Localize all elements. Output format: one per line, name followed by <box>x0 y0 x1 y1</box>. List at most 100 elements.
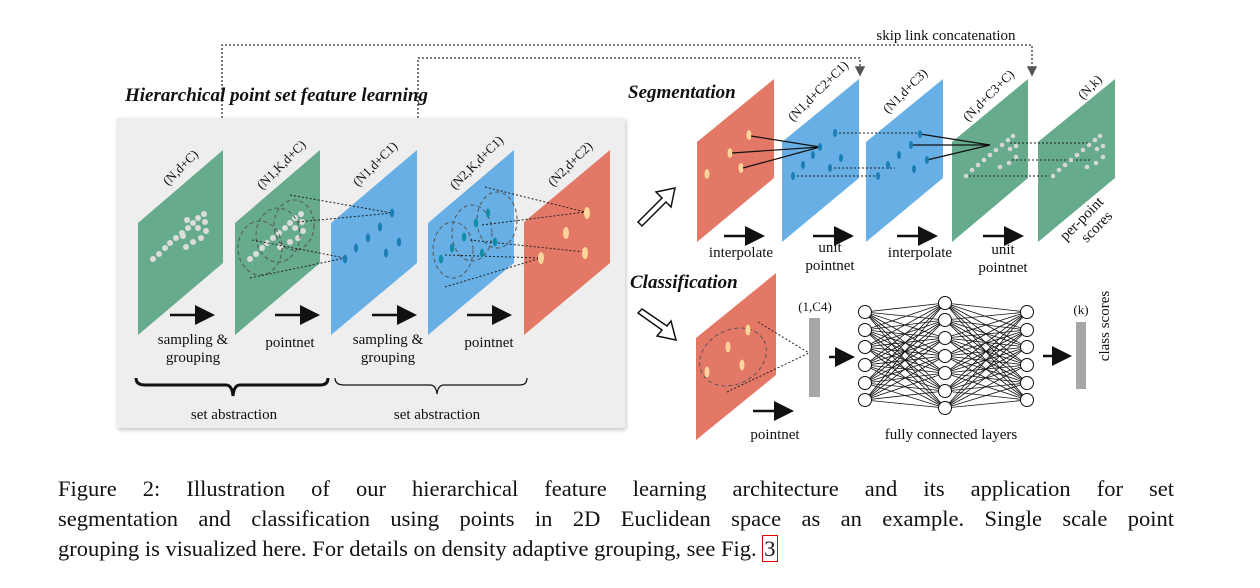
fc-neuron <box>858 376 872 390</box>
fc-neuron <box>858 305 872 319</box>
fc-neuron <box>1020 305 1034 319</box>
grouping-circles <box>237 191 518 279</box>
seg-planes <box>697 79 1115 242</box>
fc-connection <box>944 399 1028 409</box>
cls-points <box>704 324 751 378</box>
caption-line: grouping is visualized here. For details… <box>58 534 1174 564</box>
plane-level-2 <box>524 150 610 335</box>
fc-connection <box>944 329 1028 409</box>
plane-grouped-2 <box>428 150 514 335</box>
plane-level-1 <box>331 150 417 335</box>
step-label: interpolate <box>709 245 773 261</box>
set-abstraction-braces <box>134 377 528 397</box>
global-feature-dim: (1,C4) <box>798 299 832 314</box>
fc-connection <box>864 302 946 331</box>
fc-connection <box>864 302 946 401</box>
fc-neuron <box>938 384 952 398</box>
step-label: unit <box>818 240 842 256</box>
fc-neuron <box>938 366 952 380</box>
caption-line: Figure 2: Illustration of our hierarchic… <box>58 476 1174 501</box>
sampled-points-2 <box>438 208 498 264</box>
fc-connection <box>864 319 946 401</box>
fc-connection <box>944 382 1028 409</box>
fc-neuron <box>1020 323 1034 337</box>
fc-connection <box>864 372 946 401</box>
fc-neuron <box>858 323 872 337</box>
step-label: pointnet <box>464 335 514 351</box>
fc-neuron <box>1020 358 1034 372</box>
fc-connection <box>864 302 946 348</box>
global-feature-bar <box>809 318 820 397</box>
fc-connection <box>864 355 946 401</box>
seg-points-red <box>704 130 752 179</box>
skip-links <box>221 44 1038 150</box>
seg-plane-blue-2 <box>866 79 943 242</box>
class-scores-label: class scores <box>1097 291 1113 362</box>
step-label: interpolate <box>888 245 952 261</box>
fc-connection <box>944 311 1028 321</box>
set-abstraction-label: set abstraction <box>191 407 278 423</box>
figure-ref-link[interactable]: 3 <box>762 535 778 562</box>
fc-connection <box>944 302 1028 313</box>
fc-connection <box>944 311 1028 339</box>
seg-plane-red <box>697 79 774 242</box>
step-label: unit <box>991 242 1015 258</box>
hier-step-labels: sampling & grouping pointnet sampling & … <box>158 332 515 366</box>
step-label: grouping <box>166 350 221 366</box>
fc-neuron <box>938 331 952 345</box>
pointnet-label: pointnet <box>750 427 800 443</box>
fc-label: fully connected layers <box>885 427 1018 443</box>
seg-points-green <box>963 133 1106 179</box>
step-label: pointnet <box>978 260 1028 276</box>
fc-connection <box>864 302 946 366</box>
fc-connection <box>864 302 946 384</box>
fc-neuron <box>938 401 952 415</box>
seg-points-blue <box>791 129 929 180</box>
fc-connection <box>944 364 1028 409</box>
step-label: pointnet <box>265 335 315 351</box>
classification-title: Classification <box>630 272 738 293</box>
fc-neuron <box>938 296 952 310</box>
step-label: pointnet <box>805 258 855 274</box>
caption-line: segmentation and classification using po… <box>58 506 1174 531</box>
seg-dotted-lines <box>793 132 1090 177</box>
fc-neuron <box>1020 393 1034 407</box>
fc-neuron <box>1020 376 1034 390</box>
cls-projection <box>726 321 810 393</box>
set-abstraction-label: set abstraction <box>394 407 481 423</box>
projection-lines <box>249 186 586 288</box>
skip-link-label: skip link concatenation <box>876 28 1016 44</box>
fc-neuron <box>938 349 952 363</box>
fc-connection <box>944 311 1028 374</box>
hollow-arrow-icon <box>636 187 676 228</box>
step-label: grouping <box>361 350 416 366</box>
fc-neuron <box>858 393 872 407</box>
seg-step-labels: interpolate unit pointnet interpolate un… <box>709 240 1028 276</box>
fc-connection <box>944 346 1028 409</box>
fc-connection <box>944 364 1028 392</box>
hollow-arrow-icon <box>636 308 678 341</box>
fc-neuron <box>858 358 872 372</box>
fc-neuron <box>1020 340 1034 354</box>
point-cloud-grouped <box>247 211 306 262</box>
plane-input <box>138 150 223 335</box>
step-label: sampling & <box>158 332 229 348</box>
figure-caption: Figure 2: Illustration of our hierarchic… <box>58 474 1174 564</box>
step-label: sampling & <box>353 332 424 348</box>
class-scores-dim: (k) <box>1073 302 1088 317</box>
caption-text: grouping is visualized here. For details… <box>58 536 757 561</box>
hierarchical-title: Hierarchical point set feature learning <box>124 85 428 106</box>
fc-connection <box>864 302 946 313</box>
fc-neuron <box>858 340 872 354</box>
seg-plane-blue-1 <box>782 79 859 242</box>
fc-connection <box>944 311 1028 392</box>
point-cloud-input <box>150 211 209 262</box>
fc-connection <box>864 390 946 401</box>
cls-plane-red <box>696 273 776 440</box>
fc-connection <box>944 382 1028 392</box>
fc-connection <box>864 337 946 401</box>
sampled-points-1 <box>342 208 402 264</box>
fc-connection <box>944 311 1028 357</box>
fully-connected-network <box>858 296 1034 415</box>
